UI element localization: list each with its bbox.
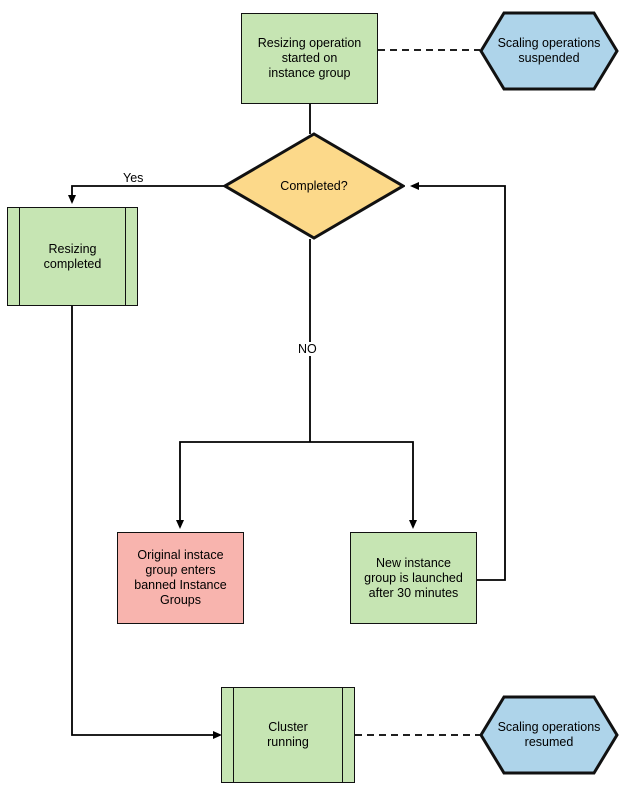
edge-label-yes: Yes <box>120 171 147 185</box>
edge-no-split-left <box>176 441 310 529</box>
node-cluster-running[interactable]: Cluster running <box>221 687 355 783</box>
node-scaling-suspended[interactable]: Scaling operations suspended <box>479 11 619 91</box>
node-scaling-suspended-label: Scaling operations suspended <box>497 36 601 65</box>
node-resizing-completed-label: Resizing completed <box>43 241 102 271</box>
node-completed-decision-label: Completed? <box>280 178 348 193</box>
diamond-shape <box>223 132 405 240</box>
edge-decision-to-resizing-completed <box>68 185 224 204</box>
node-resizing-completed[interactable]: Resizing completed <box>7 207 138 306</box>
node-original-group-banned[interactable]: Original instace group enters banned Ins… <box>117 532 244 624</box>
node-new-group-launched-label: New instance group is launched after 30 … <box>364 555 463 600</box>
node-new-group-launched[interactable]: New instance group is launched after 30 … <box>350 532 477 624</box>
hexagon-shape <box>479 695 619 775</box>
edge-label-no: NO <box>295 342 320 356</box>
edge-new-group-to-decision <box>410 182 506 581</box>
hexagon-shape <box>479 11 619 91</box>
node-resizing-started-label: Resizing operation started on instance g… <box>257 36 362 80</box>
node-scaling-resumed[interactable]: Scaling operations resumed <box>479 695 619 775</box>
node-cluster-running-label: Cluster running <box>267 720 309 749</box>
edge-resizing-completed-to-cluster <box>71 306 222 739</box>
node-resizing-started[interactable]: Resizing operation started on instance g… <box>241 13 378 104</box>
node-completed-decision[interactable]: Completed? <box>223 132 405 240</box>
edge-no-split-right <box>310 441 417 529</box>
node-scaling-resumed-label: Scaling operations resumed <box>497 720 601 749</box>
node-original-group-banned-label: Original instace group enters banned Ins… <box>134 548 227 607</box>
